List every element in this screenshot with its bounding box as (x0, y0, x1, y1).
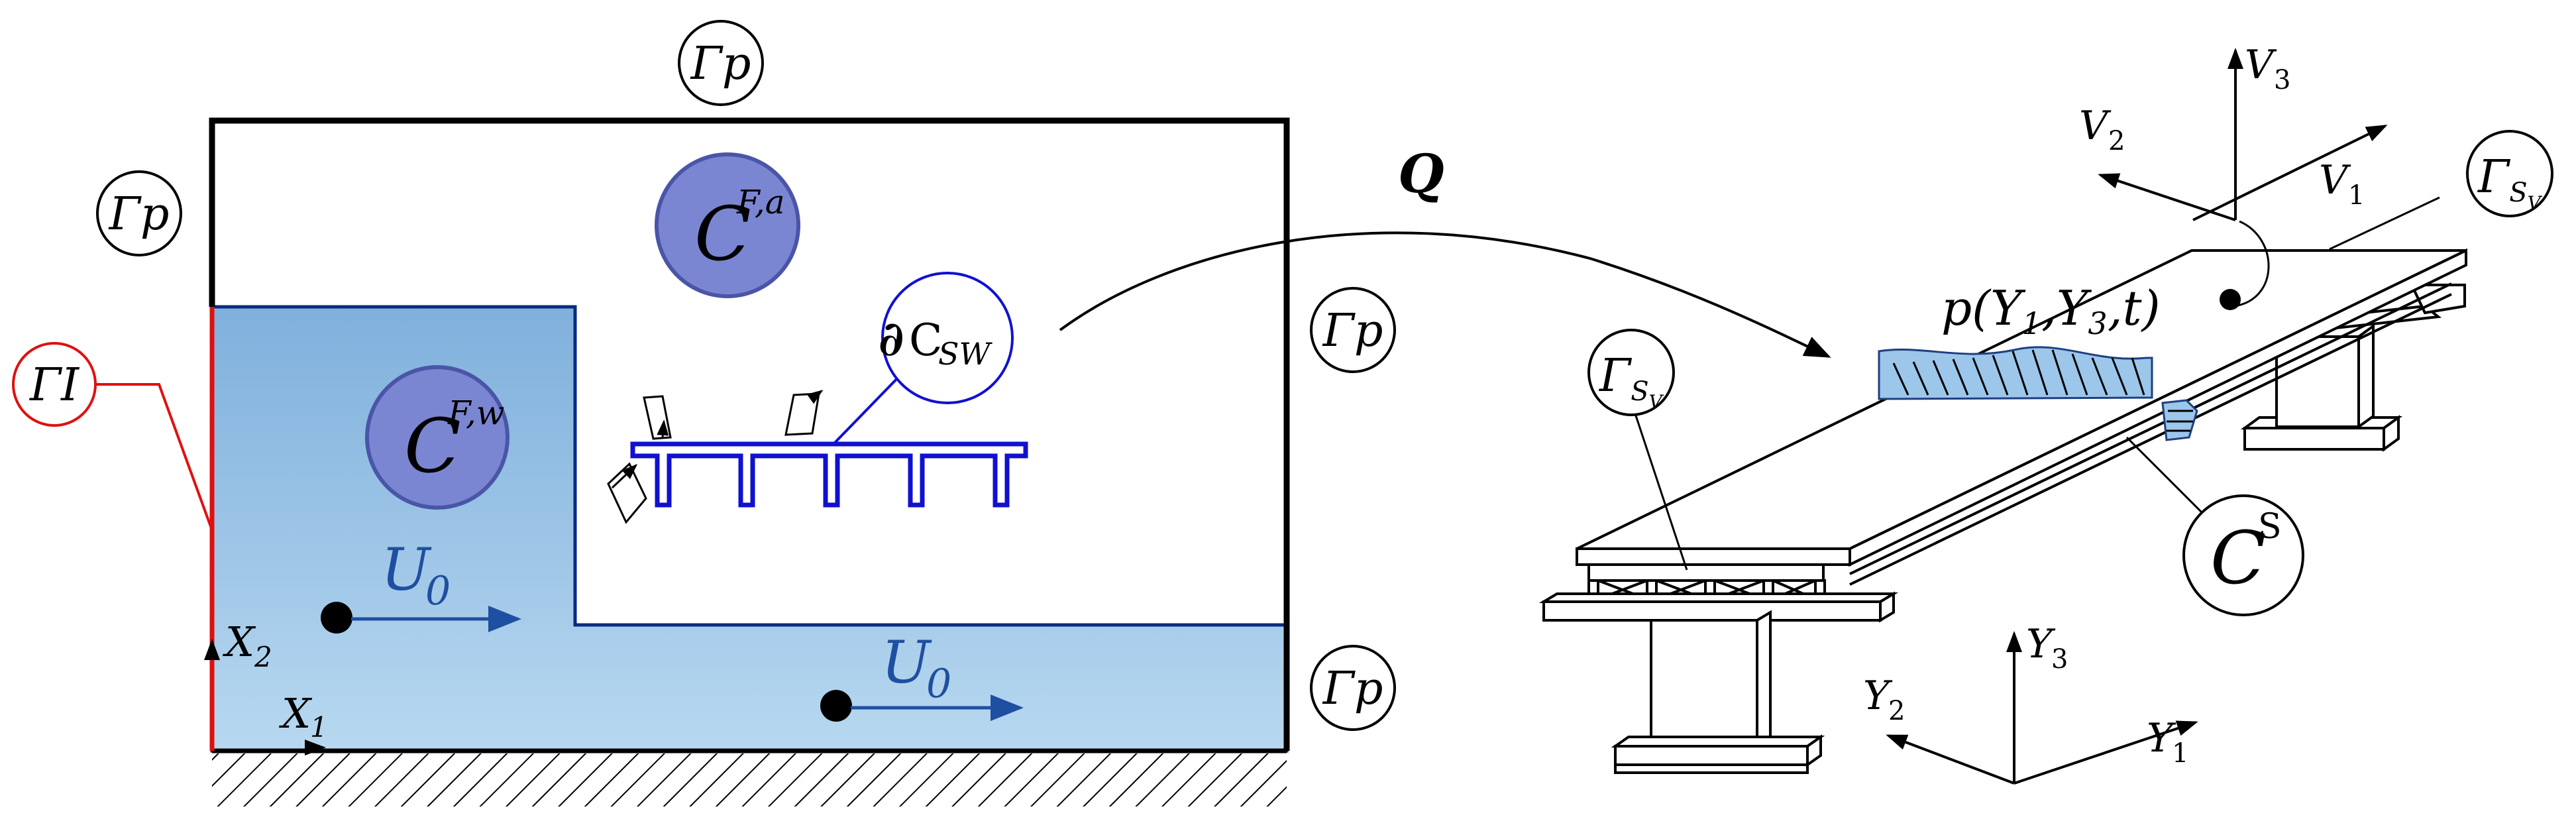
v2-sub: 2 (2108, 126, 2125, 156)
girder-line-2 (1849, 293, 2452, 586)
structure-domain: C S (2125, 436, 2304, 616)
girder-line-1 (1849, 282, 2452, 575)
c-fa-label: C (694, 192, 751, 278)
c-fw-label: C (404, 404, 461, 490)
reference-point-dot (2220, 289, 2241, 310)
q-label: Q (1398, 142, 1444, 205)
debris-icon-1 (643, 395, 672, 440)
gamma-p-right-lower: Γp (1310, 645, 1396, 731)
v1-sub: 1 (2348, 180, 2365, 211)
u0-sub-2: 0 (926, 661, 951, 707)
gamma-p-left: Γp (96, 170, 182, 256)
q-mapping-arrow (1059, 231, 1831, 358)
side-debris-icon (2161, 399, 2198, 441)
air-domain-bubble: C F,a (655, 152, 800, 298)
gamma-i-label: ΓI (28, 359, 80, 412)
domain-boundary (209, 117, 1290, 751)
debris-arrow-2 (806, 390, 824, 404)
gamma-p-top-label: Γp (690, 38, 751, 90)
gamma-sv-left: ΓSV (1587, 329, 1688, 571)
gamma-p-left-label: Γp (108, 188, 170, 241)
reference-point-curve (2233, 220, 2270, 307)
gamma-p-right-upper: Γp (1310, 287, 1396, 373)
y-axes (1886, 631, 2198, 785)
u0-label-2: U (881, 628, 932, 696)
velocity-source-dot-2 (820, 690, 852, 722)
v3-sub: 3 (2274, 65, 2290, 95)
debris-icon-2 (784, 392, 820, 436)
pressure-label: p(Υ1,Υ3,t) (1941, 280, 2161, 341)
x2-label: X (223, 618, 256, 666)
u0-sub-1: 0 (425, 568, 451, 614)
fluid-domain: ΓI Γp Γp Γp Γp C F,a C F,w (12, 20, 1396, 807)
debris-arrow-1 (657, 419, 669, 438)
c-s-sup: S (2258, 507, 2282, 547)
c-fa-sup: F,a (736, 183, 785, 221)
gamma-i-circle (12, 342, 97, 427)
csw-circle (881, 272, 1014, 404)
bridge-deck-icon (1538, 248, 2467, 774)
near-pier-icon (1538, 591, 1899, 774)
csw-sub: SW (938, 336, 993, 372)
c-s-label: C (2210, 516, 2266, 600)
c-fw-sup: F,w (447, 394, 505, 432)
gamma-p-right-upper-label: Γp (1322, 305, 1383, 357)
x1-sub: 1 (310, 711, 328, 744)
gamma-p-top: Γp (678, 20, 764, 106)
pressure-load (1878, 346, 2153, 400)
v3-label: V (2245, 42, 2277, 88)
water-region (210, 305, 1289, 753)
csw-partial: ∂ (879, 310, 904, 366)
deck-side (1576, 547, 1851, 566)
deck-long-side (1849, 248, 2467, 567)
v2-label: V (2079, 103, 2112, 149)
debris-arrow-3 (611, 463, 638, 489)
v1-label: V (2319, 157, 2351, 203)
gamma-p-right-lower-label: Γp (1322, 663, 1383, 715)
inlet-leader-line (96, 383, 213, 531)
csw-leader-line (832, 373, 902, 445)
y1-sub: 1 (2172, 738, 2188, 769)
x1-label: X (279, 689, 313, 738)
x2-sub: 2 (254, 641, 272, 673)
bridge-section-icon (630, 441, 1028, 508)
csw-base: C (909, 315, 943, 366)
y1-label: Υ (2147, 715, 2176, 761)
velocity-source-dot-1 (321, 602, 352, 634)
water-domain-bubble: C F,w (365, 365, 510, 510)
y3-label: Υ (2026, 621, 2056, 667)
hatched-ground-icon (212, 753, 1287, 807)
v-axes (2098, 48, 2388, 221)
y2-label: Υ (1863, 673, 1893, 719)
gamma-sv-right: ΓSV (2329, 130, 2553, 250)
y2-sub: 2 (1888, 696, 1905, 726)
y3-sub: 3 (2051, 644, 2068, 675)
u0-label-1: U (381, 535, 432, 604)
